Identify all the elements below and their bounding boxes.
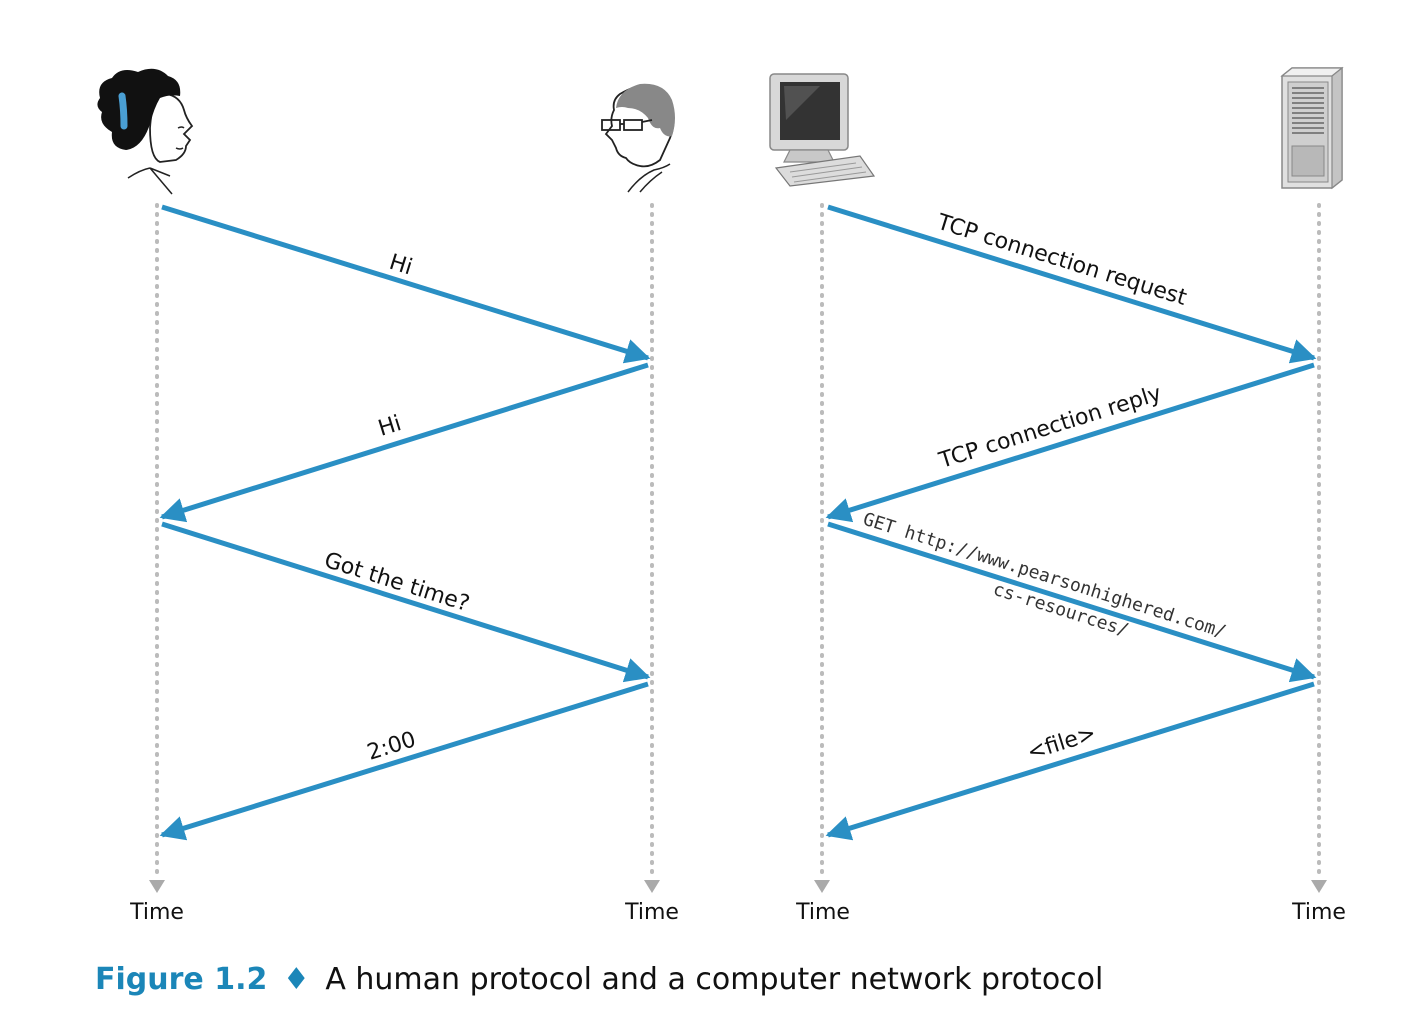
message-arrow: [161, 521, 651, 683]
message-arrow: [825, 681, 1315, 841]
computer-icon: [769, 73, 876, 187]
timeline-woman: [149, 203, 165, 893]
time-label: Time: [795, 900, 850, 925]
timeline-arrow-icon: [814, 880, 830, 893]
message-arrow: [161, 204, 651, 364]
message-arrow: [827, 204, 1317, 364]
message-arrow: [825, 362, 1315, 523]
timeline-arrow-icon: [1311, 880, 1327, 893]
message-label-tcp-reply: TCP connection reply: [935, 381, 1164, 474]
man-icon: [601, 83, 675, 193]
figure-number: Figure 1.2: [95, 962, 268, 997]
timeline-man: [644, 203, 660, 893]
time-label: Time: [1291, 900, 1346, 925]
timeline-server: [1311, 203, 1327, 893]
message-label-tcp-request: TCP connection request: [933, 210, 1190, 311]
message-label-file: <file>: [1024, 721, 1099, 766]
caption-separator: ♦: [282, 962, 310, 997]
woman-icon: [97, 68, 194, 195]
message-arrow: [827, 521, 1317, 683]
server-icon: [1280, 66, 1344, 190]
message-arrow: [159, 681, 649, 841]
caption-text: A human protocol and a computer network …: [325, 962, 1104, 997]
message-label-hi-2: Hi: [375, 411, 404, 442]
timeline-arrow-icon: [149, 880, 165, 893]
timeline-computer: [814, 203, 830, 893]
time-label: Time: [129, 900, 184, 925]
message-arrow: [159, 362, 649, 523]
message-label-get-line1: GET http://www.pearsonhighered.com/: [860, 509, 1228, 643]
time-label: Time: [624, 900, 679, 925]
figure-caption: Figure 1.2 ♦ A human protocol and a comp…: [95, 962, 1103, 997]
timeline-arrow-icon: [644, 880, 660, 893]
